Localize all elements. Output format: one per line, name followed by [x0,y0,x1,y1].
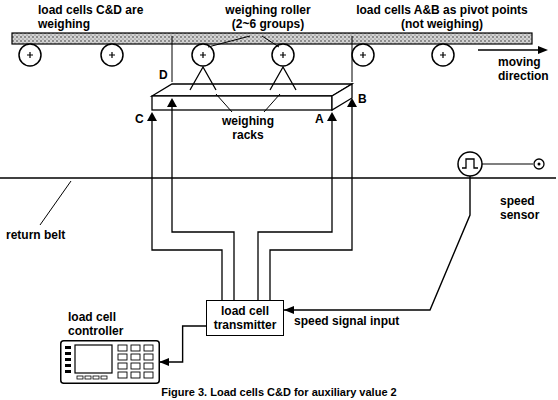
load-cell-letter: B [358,92,367,106]
keypad-button [144,363,153,369]
signal-connector [159,326,206,362]
keypad-button [131,363,140,369]
keypad-button [131,345,140,351]
callout-label: load cells A&B as pivot points (not weig… [350,3,534,31]
soft-key [93,376,99,379]
callout-label: load cells C&D are weighing [38,3,158,31]
rack-leaders [216,94,280,112]
keypad-button [118,354,127,360]
callout-label: return belt [6,228,65,242]
indicator-led [65,352,71,355]
soft-key [101,376,107,379]
keypad-button [118,363,127,369]
load-cell-letter: A [315,112,324,126]
indicator-led [65,346,71,349]
sensor-shaft [482,163,533,164]
keypad-button [118,372,127,378]
soft-key [85,376,91,379]
load-cell-wires [152,107,352,300]
controller-housing [61,341,160,384]
transmitter-box: load cell transmitter [206,300,284,336]
rack-supports [190,67,296,90]
indicator-led [65,358,71,361]
keypad-button [118,345,127,351]
load-cell [167,98,177,107]
weighing-rack-top [152,84,352,96]
direction-arrow-line [478,49,540,51]
keypad-button [131,372,140,378]
idler-rollers [19,44,454,66]
display-screen [75,345,112,373]
signal-connector [284,176,470,310]
load-cell-letter: C [135,112,144,126]
load-cell-controller-symbol [60,340,160,384]
return-belt-leader [40,181,71,225]
keypad-button [144,354,153,360]
load-cell [327,112,337,121]
callout-label: weighing roller (2~6 groups) [218,3,318,31]
node-text: load cell transmitter [212,304,278,332]
direction-arrow-head [538,46,548,54]
weighing-rack-front [152,96,332,110]
load-cell [147,112,157,121]
direction-label: moving direction [498,55,556,83]
soft-key [77,376,83,379]
keypad-button [131,354,140,360]
node-text: load cell controller [68,310,128,338]
load-cell-controller: load cell controller [60,310,160,384]
sensor-wheel [458,152,482,176]
figure-caption: Figure 3. Load cells C&D for auxiliary v… [0,386,558,399]
indicator-led [65,370,71,373]
pulley-hub [538,163,541,166]
return-belt-line [0,177,556,178]
keypad-button [144,345,153,351]
speed-sensor-symbol [456,150,548,178]
connector-label: speed signal input [292,314,401,328]
speed-sensor: speed sensor [456,150,548,222]
sensor-pulley [534,159,544,169]
pulse-symbol [462,159,478,168]
node-text: speed sensor [500,194,546,222]
keypad-button [144,372,153,378]
load-cell-letter: D [159,68,168,82]
callout-label: weighing racks [218,114,278,142]
load-cell [347,98,357,107]
roller-axles [27,52,446,58]
indicator-led [65,364,71,367]
